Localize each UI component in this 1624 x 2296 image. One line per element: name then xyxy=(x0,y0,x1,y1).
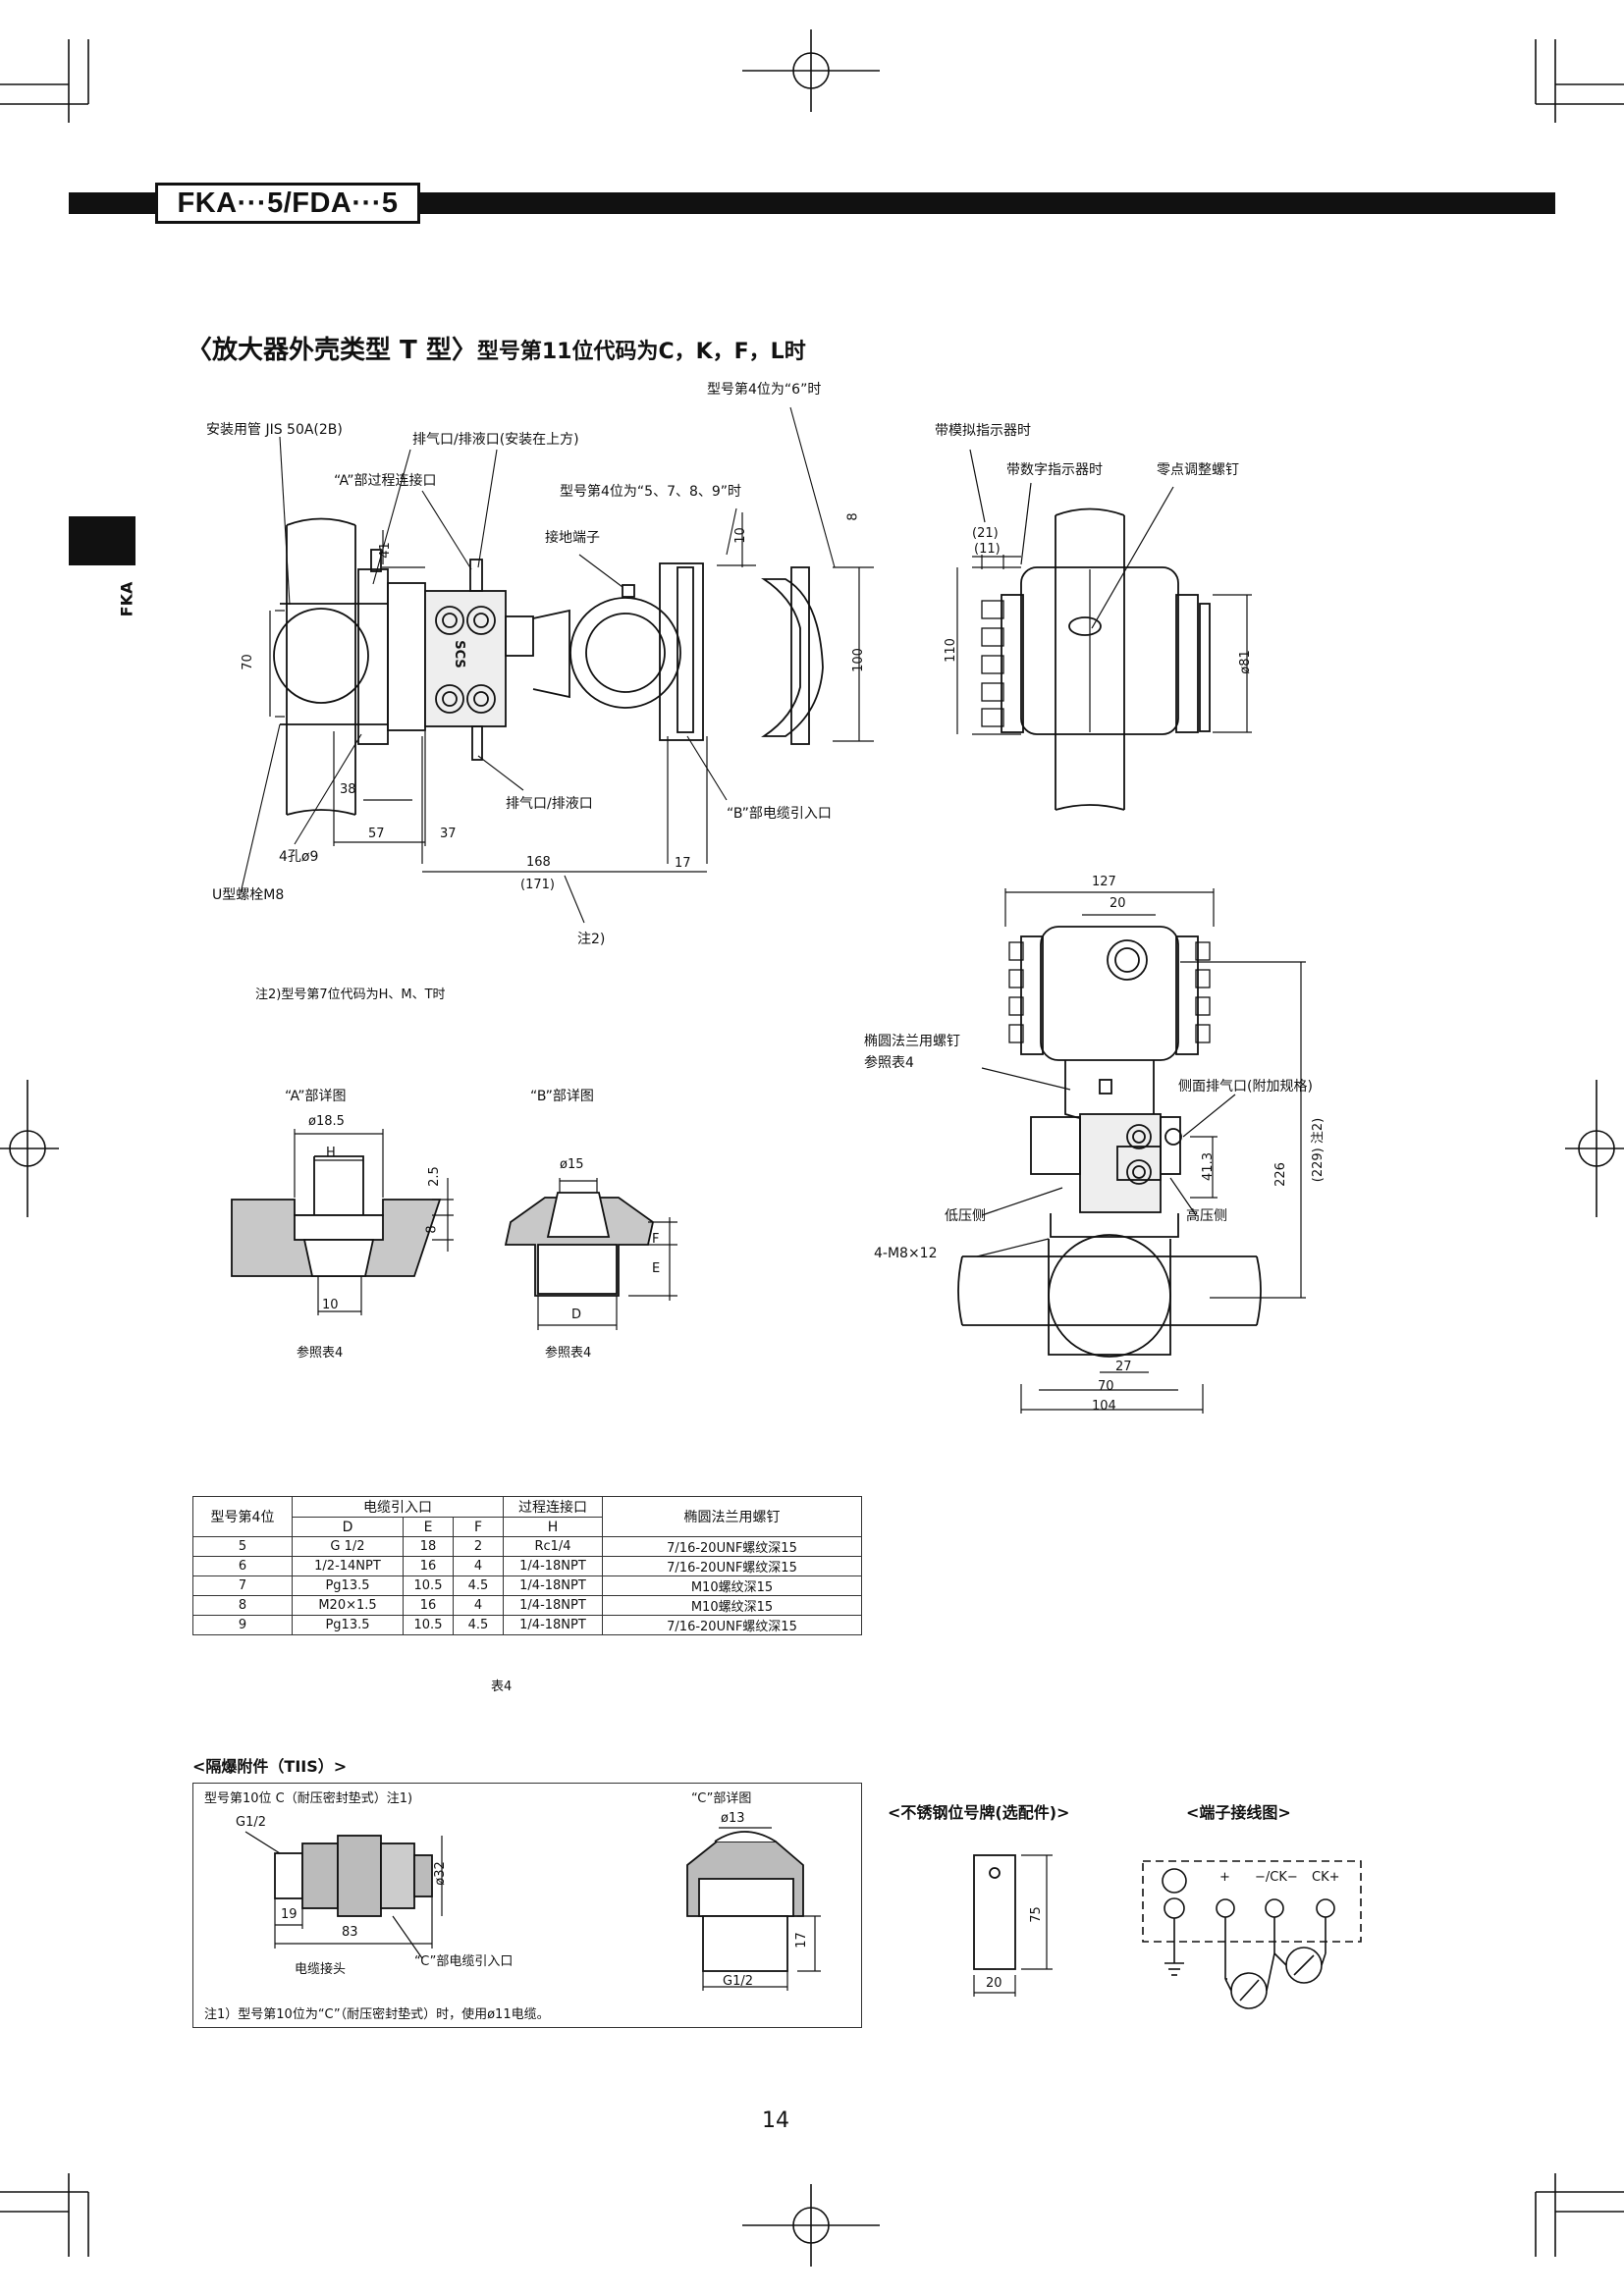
table-subheader-row: D E F H xyxy=(193,1517,862,1537)
explosion-note1: 注1）型号第10位为“C”（耐压密封垫式）时，使用ø11电缆。 xyxy=(204,2007,550,2022)
cell-e: 16 xyxy=(403,1595,454,1616)
label-analog-meter: 带模拟指示器时 xyxy=(935,423,1031,439)
table-caption: 表4 xyxy=(491,1680,513,1694)
cell-d: Pg13.5 xyxy=(292,1615,404,1635)
gland-g12-bottom: G1/2 xyxy=(723,1974,753,1989)
th-model4: 型号第4位 xyxy=(192,1496,293,1537)
dim-a-185: ø18.5 xyxy=(308,1114,345,1129)
label-model4-5789: 型号第4位为“5、7、8、9”时 xyxy=(560,484,742,500)
side-tab xyxy=(69,516,135,565)
label-detail-a: “A”部详图 xyxy=(285,1089,347,1104)
label-flange-bolt: 椭圆法兰用螺钉 xyxy=(864,1034,960,1049)
table-header-row: 型号第4位 电缆引入口 过程连接口 椭圆法兰用螺钉 xyxy=(192,1496,862,1537)
dim-b-15: ø15 xyxy=(560,1157,584,1172)
dim-171: (171) xyxy=(520,878,555,892)
cell-bolt: 7/16-20UNF螺纹深15 xyxy=(602,1615,862,1635)
label-high-side: 高压侧 xyxy=(1186,1208,1227,1224)
label-ground: 接地端子 xyxy=(545,530,600,546)
label-part-b-cable: “B”部电缆引入口 xyxy=(727,806,832,822)
terminal-ck-plus: CK+ xyxy=(1312,1870,1340,1885)
label-zero-screw: 零点调整螺钉 xyxy=(1157,462,1239,478)
dim-104: 104 xyxy=(1092,1399,1116,1414)
label-ref4-a: 参照表4 xyxy=(297,1346,344,1361)
dim-37: 37 xyxy=(440,827,457,841)
nameplate-d20: 20 xyxy=(986,1976,1002,1991)
label-part-a-conn: “A”部过程连接口 xyxy=(334,473,437,489)
gland-part-c: “C”部电缆引入口 xyxy=(414,1954,514,1969)
explosion-subtitle: 型号第10位 C（耐压密封垫式）注1) xyxy=(204,1791,413,1806)
gland-connector: 电缆接头 xyxy=(295,1962,347,1977)
header-title: FKA···5/FDA···5 xyxy=(155,183,420,224)
gland-d83: 83 xyxy=(342,1925,358,1940)
dim-17: 17 xyxy=(675,856,691,871)
label-m8: 4-M8×12 xyxy=(874,1246,938,1261)
dim-27: 27 xyxy=(1115,1360,1132,1374)
section-title: 〈放大器外壳类型 T 型〉型号第11位代码为C，K，F，L时 xyxy=(187,330,806,366)
dim-70b: 70 xyxy=(1098,1379,1114,1394)
page-number: 14 xyxy=(762,2109,789,2133)
dim-20: 20 xyxy=(1110,896,1126,911)
cell-h: 1/4-18NPT xyxy=(503,1575,603,1596)
dim-11: (11) xyxy=(974,542,1001,557)
label-vent-bottom: 排气口/排液口 xyxy=(506,796,593,812)
dim-b-e: E xyxy=(652,1261,661,1276)
label-detail-b: “B”部详图 xyxy=(530,1089,594,1104)
cell-bolt: M10螺纹深15 xyxy=(602,1575,862,1596)
explosion-frame xyxy=(192,1783,862,2028)
th-bolt: 椭圆法兰用螺钉 xyxy=(602,1496,862,1537)
dim-38: 38 xyxy=(340,782,356,797)
terminal-ck-minus: −/CK− xyxy=(1255,1870,1298,1885)
dim-57: 57 xyxy=(368,827,385,841)
dim-127: 127 xyxy=(1092,875,1116,889)
explosion-detail-c: “C”部详图 xyxy=(691,1791,752,1806)
cell-f: 4.5 xyxy=(453,1615,504,1635)
terminal-plus: + xyxy=(1219,1870,1230,1885)
label-ref-table4: 参照表4 xyxy=(864,1055,914,1071)
section-title-rest: 型号第11位代码为C，K，F，L时 xyxy=(476,340,806,364)
label-low-side: 低压侧 xyxy=(945,1208,986,1224)
section-title-main: 〈放大器外壳类型 T 型〉 xyxy=(187,336,477,365)
label-pipe: 安装用管 JIS 50A(2B) xyxy=(206,422,343,438)
label-digital-meter: 带数字指示器时 xyxy=(1006,462,1103,478)
dim-a-h: H xyxy=(326,1146,336,1160)
gland-g12-top: G1/2 xyxy=(236,1815,266,1830)
dim-b-f: F xyxy=(652,1232,660,1247)
dim-168: 168 xyxy=(526,855,551,870)
label-note2-marker: 注2) xyxy=(577,932,606,947)
gland-d13: ø13 xyxy=(721,1811,745,1826)
explosion-title: <隔爆附件（TIIS）> xyxy=(192,1757,348,1776)
header-bar xyxy=(69,192,1555,214)
terminal-title: <端子接线图> xyxy=(1186,1803,1291,1822)
label-model4-6: 型号第4位为“6”时 xyxy=(707,382,822,398)
nameplate-title: <不锈钢位号牌(选配件)> xyxy=(888,1803,1070,1822)
label-side-vent: 侧面排气口(附加规格) xyxy=(1178,1079,1313,1095)
dim-b-d: D xyxy=(571,1308,582,1322)
label-ref4-b: 参照表4 xyxy=(545,1346,592,1361)
cell-e: 18 xyxy=(403,1536,454,1557)
label-holes: 4孔ø9 xyxy=(279,849,319,865)
label-note2-text: 注2)型号第7位代码为H、M、T时 xyxy=(255,988,446,1002)
dim-21: (21) xyxy=(972,526,999,541)
label-ubolt: U型螺栓M8 xyxy=(212,887,285,903)
cell-h: 1/4-18NPT xyxy=(503,1615,603,1635)
cell-h: 1/4-18NPT xyxy=(503,1556,603,1576)
gland-d19: 19 xyxy=(281,1907,298,1922)
label-vent-top: 排气口/排液口(安装在上方) xyxy=(412,432,579,448)
th-process: 过程连接口 xyxy=(503,1496,603,1518)
cell-e: 10.5 xyxy=(403,1615,454,1635)
dim-a-10: 10 xyxy=(322,1298,339,1312)
